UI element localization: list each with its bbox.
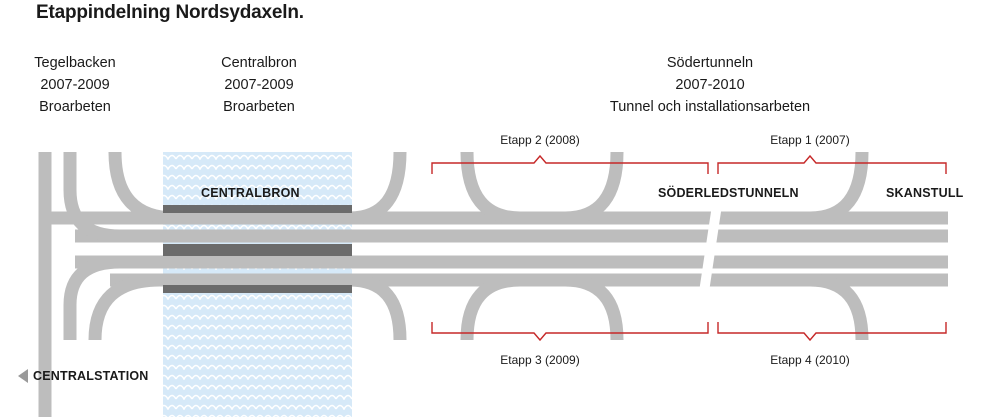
left-curve-bottom-1 [88,273,161,341]
left-curve-top-2 [108,151,176,225]
ramp-top-right [564,151,624,225]
phase-work: Broarbeten [223,99,295,115]
bracket-etapp-3 [431,322,709,342]
bridge-ramp-top [349,151,407,225]
phase-sodertunneln: Södertunneln 2007-2010 Tunnel och instal… [580,52,840,118]
etapp-1-label: Etapp 1 (2007) [770,133,850,147]
ramp-bottom-left [460,273,521,341]
bracket-etapp-4 [717,322,947,342]
label-centralstation: CENTRALSTATION [33,369,149,383]
ramp-skanstull-top [809,151,869,225]
left-curve-top-1 [63,152,121,243]
left-curve-bottom-2 [63,255,121,340]
phase-tegelbacken: Tegelbacken 2007-2009 Broarbeten [20,52,130,118]
phase-centralbron: Centralbron 2007-2009 Broarbeten [203,52,315,118]
bridge-stripe-3 [163,285,352,293]
phase-years: 2007-2010 [675,77,745,93]
etapp-2-label: Etapp 2 (2008) [500,133,580,147]
bridge-stripe-2 [163,244,352,256]
phase-work: Broarbeten [39,99,111,115]
back-to-centralstation[interactable]: CENTRALSTATION [18,369,149,383]
bracket-etapp-2 [431,154,709,174]
diagram-title: Etappindelning Nordsydaxeln. [36,2,304,23]
ramp-top-left [460,151,521,225]
tunnel-gap [699,205,722,292]
etapp-3-label: Etapp 3 (2009) [500,353,580,367]
etapp-4-label: Etapp 4 (2010) [770,353,850,367]
bracket-etapp-1 [717,154,947,174]
triangle-left-icon [18,369,28,383]
label-soderledstunneln: SÖDERLEDSTUNNELN [658,186,799,200]
phase-name: Tegelbacken [34,55,116,71]
phase-work: Tunnel och installationsarbeten [609,99,811,115]
phase-years: 2007-2009 [40,77,110,93]
ramp-skanstull-bottom [809,273,869,341]
label-skanstull: SKANSTULL [886,186,964,200]
phase-years: 2007-2009 [224,77,294,93]
ramp-bottom-right [564,273,624,341]
bridge-ramp-bottom [349,273,407,341]
bridge-stripe-1 [163,205,352,213]
label-centralbron: CENTRALBRON [201,186,300,200]
phase-name: Södertunneln [666,55,754,71]
phase-name: Centralbron [221,55,297,71]
